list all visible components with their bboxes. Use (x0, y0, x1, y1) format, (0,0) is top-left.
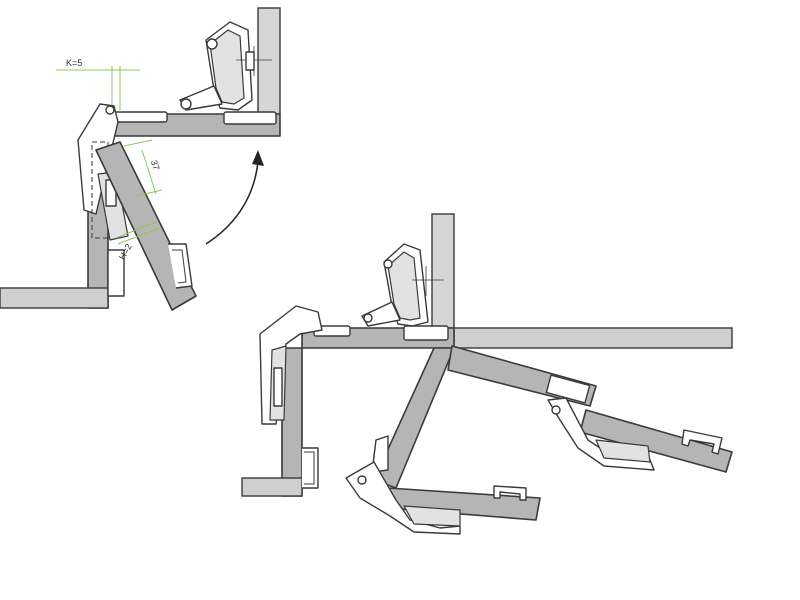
mounting-plate (223, 111, 277, 125)
door-panel-lower (345, 461, 541, 535)
cabinet-bottom-panel (241, 477, 303, 497)
cabinet-top-panel (453, 327, 733, 349)
door-panel-angled (447, 345, 597, 407)
mounting-plate (403, 325, 449, 341)
cabinet-bottom-panel (0, 287, 109, 309)
rotation-arrow (205, 150, 264, 245)
dimension-37: 37 (123, 139, 163, 197)
top-left-detail: K=5 37 H=2 (0, 7, 281, 311)
cabinet-side-wall (257, 7, 281, 115)
hinge-side-mounted (77, 103, 129, 241)
hinge-side-mounted (259, 305, 323, 425)
cabinet-side-wall (431, 213, 455, 329)
door-panel-45 (371, 347, 455, 489)
dimension-k: K=5 (56, 58, 140, 112)
hinge-open-top (361, 243, 444, 327)
label-k: K=5 (66, 58, 82, 68)
door-panel-open (547, 397, 733, 473)
label-37: 37 (149, 159, 162, 172)
label-h: H=2 (117, 242, 134, 262)
door-handle (302, 447, 319, 489)
mounting-plate (114, 111, 168, 123)
bottom-right-detail (241, 213, 733, 535)
hinge-open-top (179, 21, 272, 111)
